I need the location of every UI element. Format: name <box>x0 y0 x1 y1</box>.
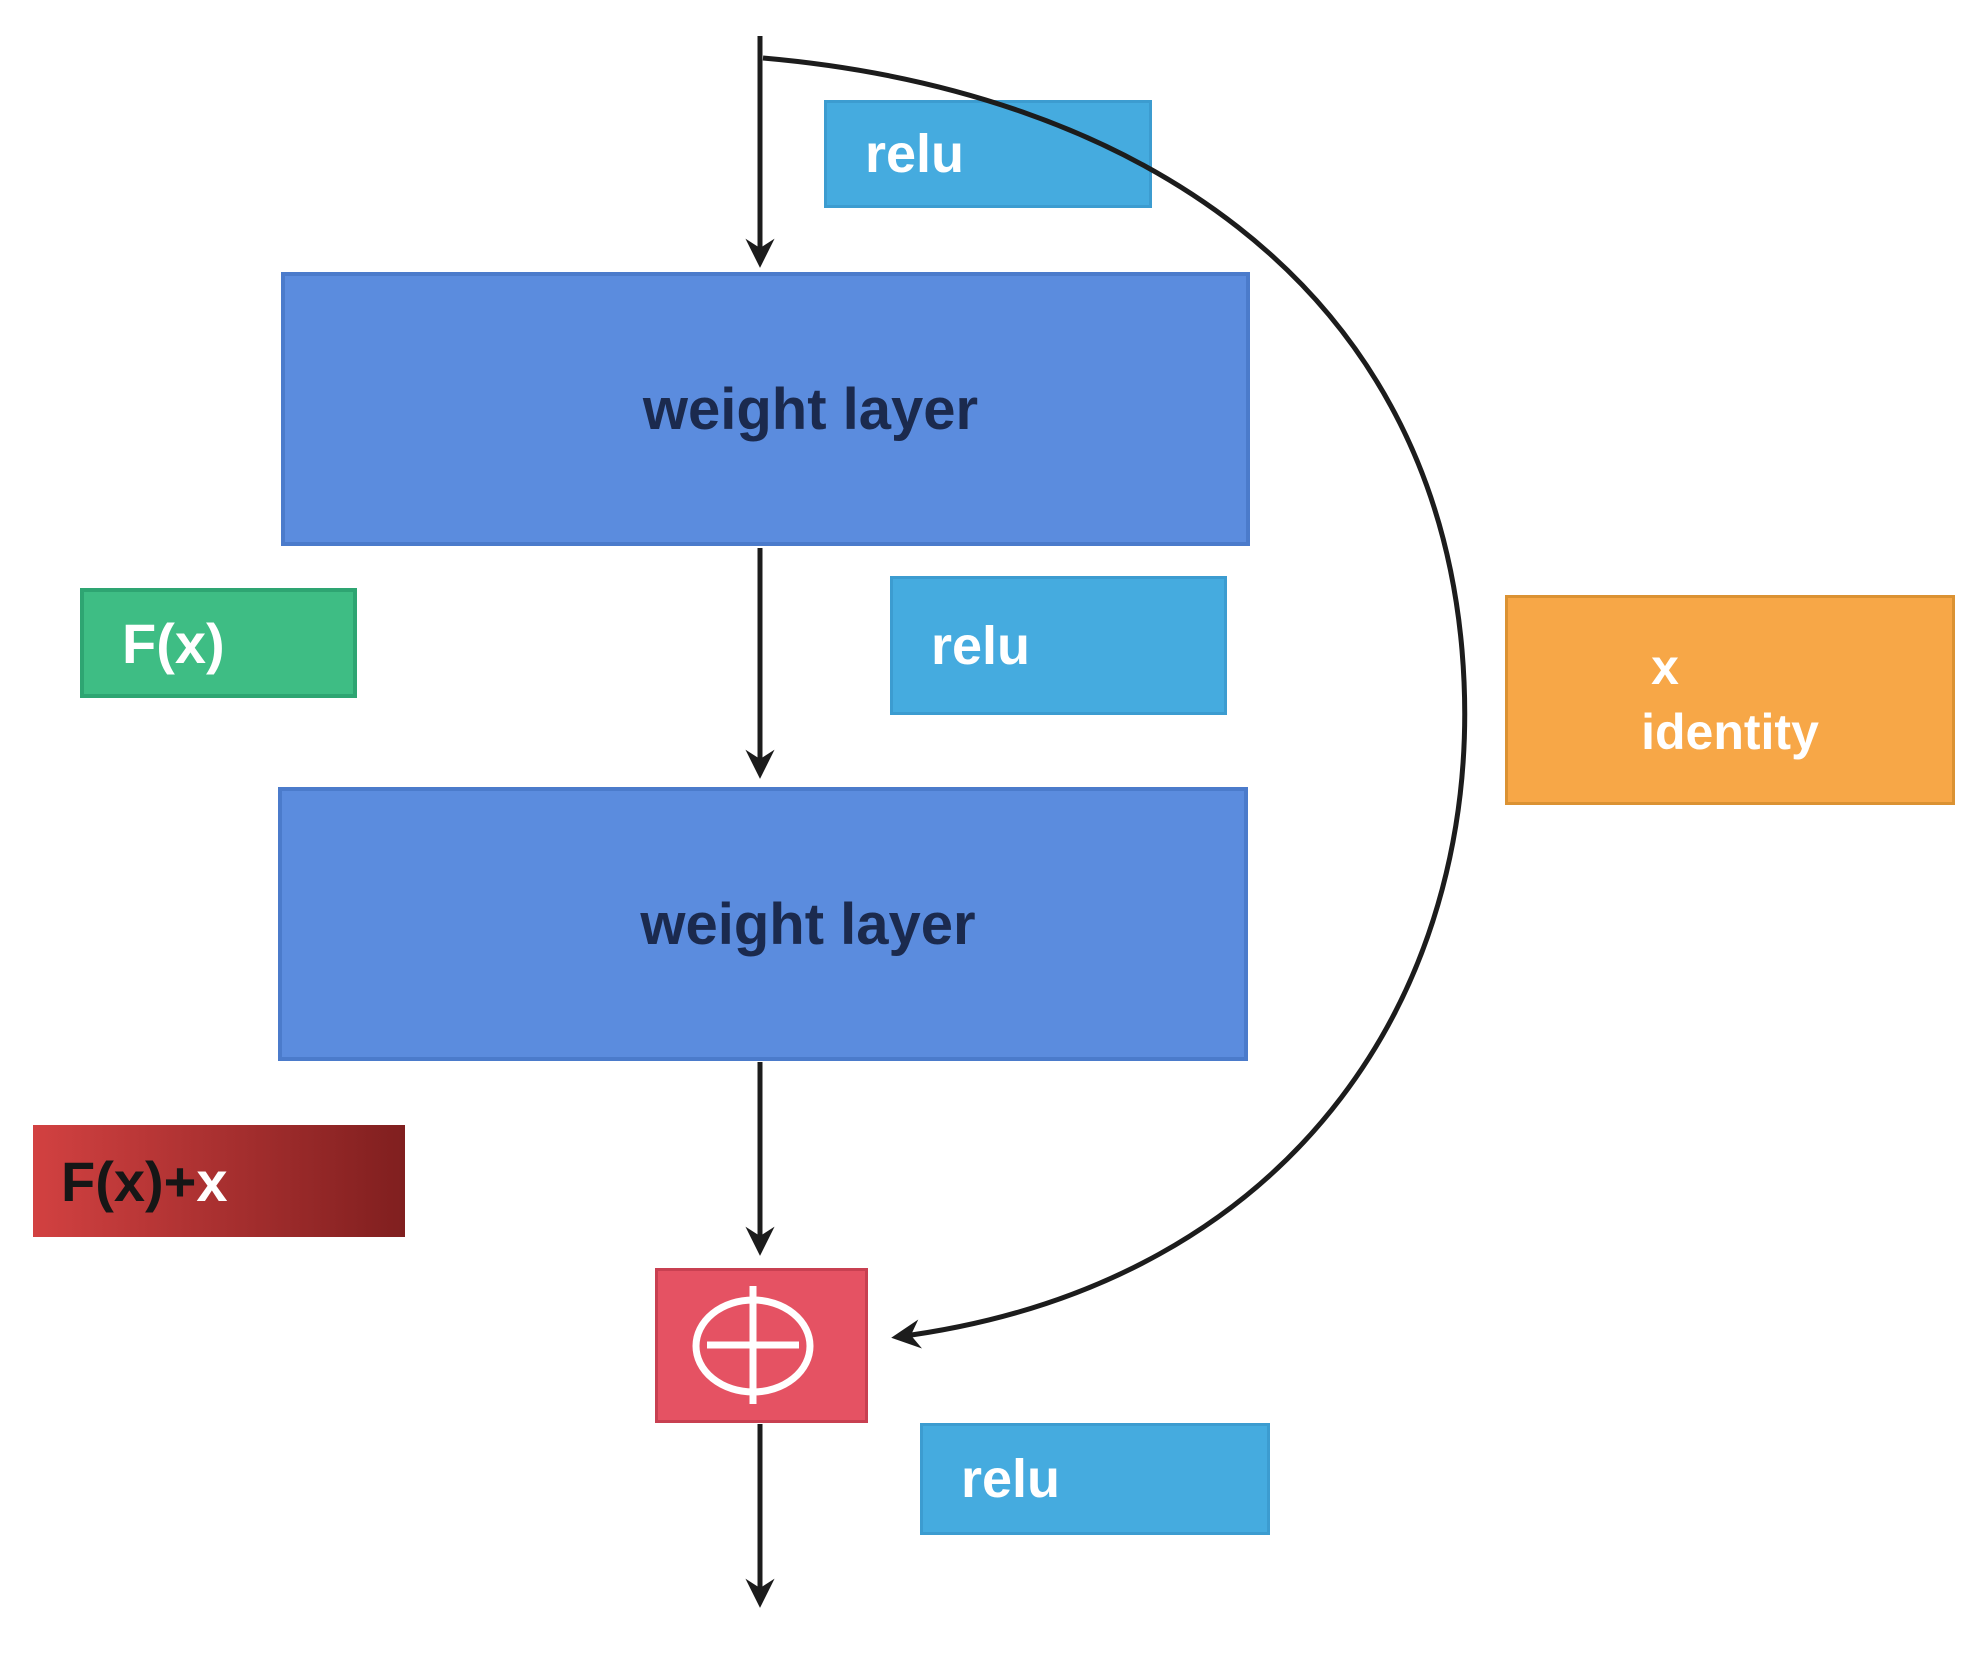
identity-box: x identity <box>1505 595 1955 805</box>
relu-top-label: relu <box>865 124 965 184</box>
relu-bottom-label: relu <box>961 1449 1061 1509</box>
weight-layer-2-box: weight layer <box>278 787 1248 1061</box>
fx-label: F(x) <box>122 611 225 675</box>
fx-box: F(x) <box>80 588 357 698</box>
sum-box <box>655 1268 868 1423</box>
relu-box-top: relu <box>824 100 1152 208</box>
weight-layer-2-label: weight layer <box>640 891 976 957</box>
identity-label: identity <box>1641 704 1819 760</box>
weight-layer-1-box: weight layer <box>281 272 1250 546</box>
relu-box-bottom: relu <box>920 1423 1270 1535</box>
relu-box-middle: relu <box>890 576 1227 715</box>
fx-plus-x-box: F(x)+x <box>33 1125 405 1237</box>
fx-plus-x-label-suffix: x <box>196 1149 228 1213</box>
fx-plus-x-label-prefix: F(x)+ <box>61 1149 197 1213</box>
identity-x-label: x <box>1651 639 1679 695</box>
weight-layer-1-label: weight layer <box>642 376 979 442</box>
relu-mid-label: relu <box>931 615 1031 676</box>
